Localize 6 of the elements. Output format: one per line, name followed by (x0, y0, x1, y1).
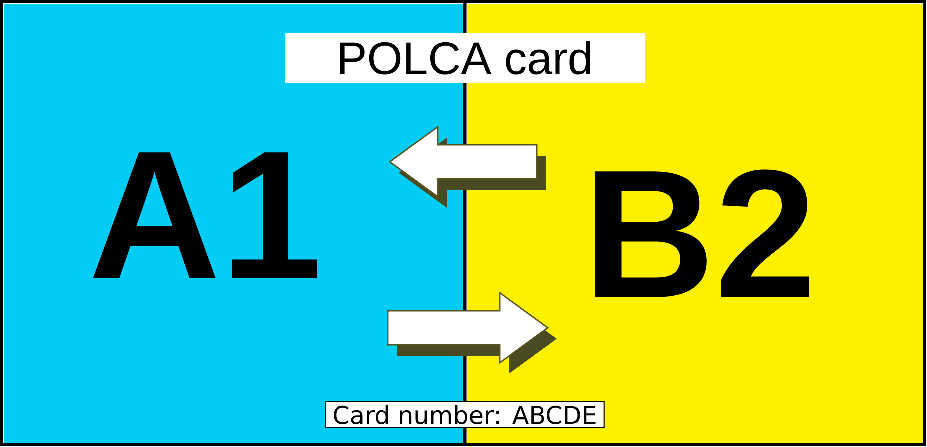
card-number-box: Card number: ABCDE (325, 401, 605, 429)
block-arrow (388, 126, 546, 208)
title-box: POLCA card (285, 33, 645, 83)
panel-label: B2 (595, 170, 810, 298)
panel-label: A1 (93, 152, 318, 278)
block-arrow (387, 292, 557, 374)
